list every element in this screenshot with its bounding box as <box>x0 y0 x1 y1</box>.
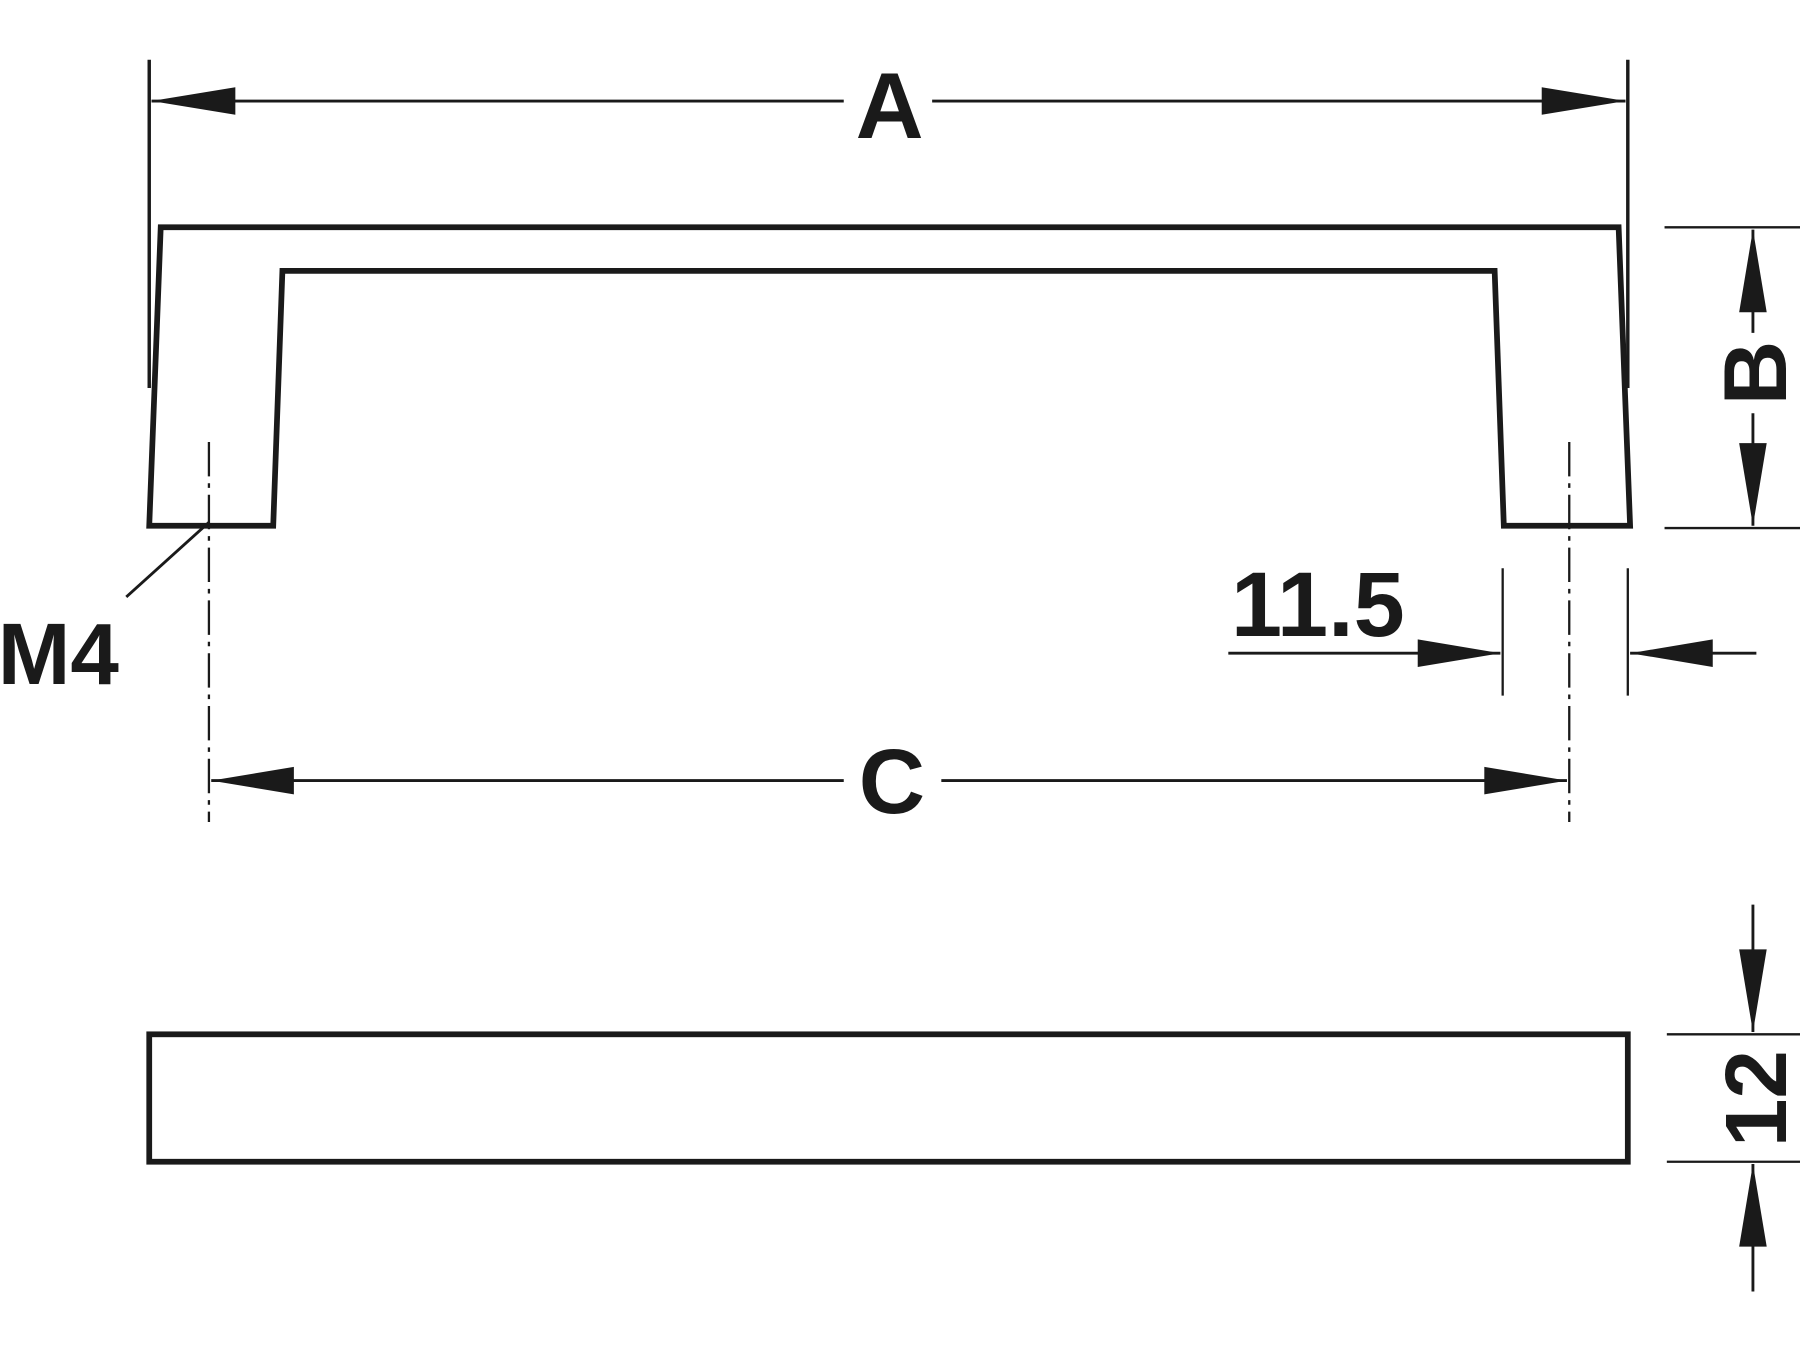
dimension-thickness: 12 <box>1666 904 1800 1292</box>
dimension-offset: 11.5 <box>1228 554 1757 696</box>
dimension-c: C <box>211 731 1567 833</box>
dimension-a: A <box>151 53 1626 158</box>
dimension-b: B <box>1664 226 1800 530</box>
thread-label: M4 <box>0 606 119 703</box>
dimension-c-label: C <box>859 731 925 833</box>
dimension-b-label: B <box>1705 341 1800 406</box>
dimension-offset-label: 11.5 <box>1231 554 1405 656</box>
thread-callout: M4 <box>0 521 210 703</box>
handle-front-view <box>146 59 1634 822</box>
handle-side-view <box>146 1031 1631 1165</box>
dimension-a-label: A <box>856 53 924 158</box>
dimension-thickness-label: 12 <box>1708 1050 1800 1147</box>
